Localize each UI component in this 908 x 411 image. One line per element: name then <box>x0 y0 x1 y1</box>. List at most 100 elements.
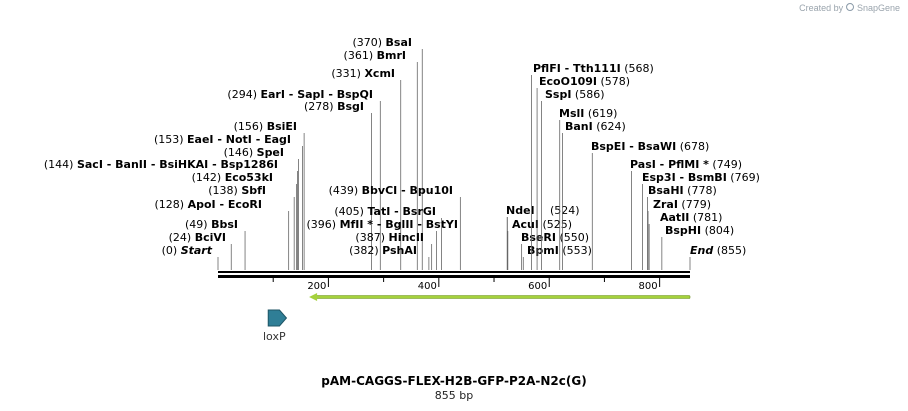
enzyme-name: BbsI <box>211 218 238 231</box>
enzyme-name: SspI <box>545 88 571 101</box>
site-position: (749) <box>709 158 742 171</box>
site-position: (138) <box>208 184 241 197</box>
enzyme-name: - BsiHKAI <box>147 158 208 171</box>
site-position: (153) <box>154 133 187 146</box>
construct-length: 855 bp <box>434 389 474 402</box>
enzyme-name: ApoI <box>188 198 216 211</box>
enzyme-name: AcuI <box>512 218 539 231</box>
site-position: (781) <box>689 211 722 224</box>
enzyme-name: - Tth111I <box>561 62 621 75</box>
construct-name: pAM-CAGGS-FLEX-H2B-GFP-P2A-N2c(G) <box>321 374 587 388</box>
enzyme-name: TatI <box>367 205 390 218</box>
site-label: (142) Eco53kI <box>192 171 273 184</box>
site-label: (396) MfII * - BglII - BstYI <box>306 218 458 231</box>
enzyme-name: - SapI <box>285 88 325 101</box>
site-position: (278) <box>304 100 337 113</box>
feature-arrow-loxp <box>267 309 288 327</box>
enzyme-name: XcmI <box>364 67 395 80</box>
backbone-bottom <box>218 275 690 278</box>
site-position: (144) <box>44 158 77 171</box>
site-label: (370) BsaI <box>352 36 412 49</box>
site-position: (396) <box>306 218 339 231</box>
enzyme-name: ZraI <box>653 198 678 211</box>
site-label: Esp3I - BsmBI (769) <box>642 171 760 184</box>
site-label: SspI (586) <box>545 88 605 101</box>
enzyme-name: - BsmBI <box>676 171 727 184</box>
enzyme-name: - EagI <box>252 133 291 146</box>
enzyme-name: BspHI <box>665 224 701 237</box>
enzyme-name: BspEI <box>591 140 625 153</box>
site-label: PasI - PflMI * (749) <box>630 158 742 171</box>
site-label: BpmI (553) <box>527 244 592 257</box>
site-label: (439) BbvCI - Bpu10I <box>329 184 453 197</box>
enzyme-name: End <box>690 244 713 257</box>
snapgene-credit: Created by ⭘ SnapGene <box>799 2 900 15</box>
site-position: (370) <box>352 36 385 49</box>
site-position: (586) <box>571 88 604 101</box>
enzyme-name: PshAI <box>382 244 417 257</box>
enzyme-name: BpmI <box>527 244 559 257</box>
enzyme-name: AatII <box>660 211 689 224</box>
enzyme-name: BseRI <box>521 231 556 244</box>
enzyme-name: EaeI <box>187 133 214 146</box>
feature-arrowhead <box>309 293 318 301</box>
site-label: (138) SbfI <box>208 184 266 197</box>
enzyme-name: PflFI <box>533 62 561 75</box>
enzyme-name: BanI <box>565 120 593 133</box>
axis-tick-label: 200 <box>307 281 326 292</box>
site-label: (405) TatI - BsrGI <box>334 205 436 218</box>
site-label: NdeI <box>506 204 535 217</box>
enzyme-name: - BanII <box>103 158 147 171</box>
enzyme-name: Eco53kI <box>225 171 273 184</box>
site-position: (524) <box>550 204 580 217</box>
credit-text: Created by <box>799 3 844 13</box>
enzyme-name: SpeI <box>257 146 284 159</box>
site-label: (387) HincII <box>355 231 424 244</box>
site-position: (578) <box>597 75 630 88</box>
site-position: (678) <box>676 140 709 153</box>
enzyme-name: EarI <box>261 88 285 101</box>
site-position: (405) <box>334 205 367 218</box>
axis-tick-label: 400 <box>418 281 437 292</box>
enzyme-name: BciVI <box>195 231 226 244</box>
enzyme-name: BsaI <box>386 36 412 49</box>
site-label: (153) EaeI - NotI - EagI <box>154 133 291 146</box>
site-label: (146) SpeI <box>224 146 284 159</box>
site-label: AcuI (525) <box>512 218 572 231</box>
feature-label-loxp: loxP <box>263 330 286 343</box>
credit-logo-text: SnapGene <box>856 3 900 13</box>
site-position: (439) <box>329 184 362 197</box>
enzyme-name: - BspQI <box>325 88 373 101</box>
enzyme-name: EcoO109I <box>539 75 597 88</box>
enzyme-name: BsgI <box>337 100 364 113</box>
site-label: (361) BmrI <box>344 49 406 62</box>
enzyme-name: BmrI <box>377 49 406 62</box>
site-position: (550) <box>556 231 589 244</box>
site-label: EcoO109I (578) <box>539 75 630 88</box>
site-position: (387) <box>355 231 388 244</box>
site-label: (156) BsiEI <box>234 120 297 133</box>
site-label: (294) EarI - SapI - BspQI <box>227 88 373 101</box>
site-position: (778) <box>684 184 717 197</box>
snapgene-logo-icon: ⭘ <box>845 2 855 14</box>
site-position: (142) <box>192 171 225 184</box>
site-label: (331) XcmI <box>331 67 395 80</box>
enzyme-name: - Bpu10I <box>397 184 453 197</box>
site-position: (619) <box>584 107 617 120</box>
site-label: (382) PshAI <box>349 244 417 257</box>
site-position: (779) <box>678 198 711 211</box>
site-position: (568) <box>621 62 654 75</box>
site-label: PflFI - Tth111I (568) <box>533 62 654 75</box>
site-position: (361) <box>344 49 377 62</box>
enzyme-name: NdeI <box>506 204 535 217</box>
site-position: (553) <box>559 244 592 257</box>
site-label: AatII (781) <box>660 211 722 224</box>
site-position: (382) <box>349 244 382 257</box>
site-label: BspEI - BsaWI (678) <box>591 140 709 153</box>
site-position: (769) <box>727 171 760 184</box>
site-label: (278) BsgI <box>304 100 364 113</box>
enzyme-name: MslI <box>559 107 584 120</box>
feature-arrow-reverse <box>312 295 691 299</box>
enzyme-name: - BsrGI <box>390 205 436 218</box>
